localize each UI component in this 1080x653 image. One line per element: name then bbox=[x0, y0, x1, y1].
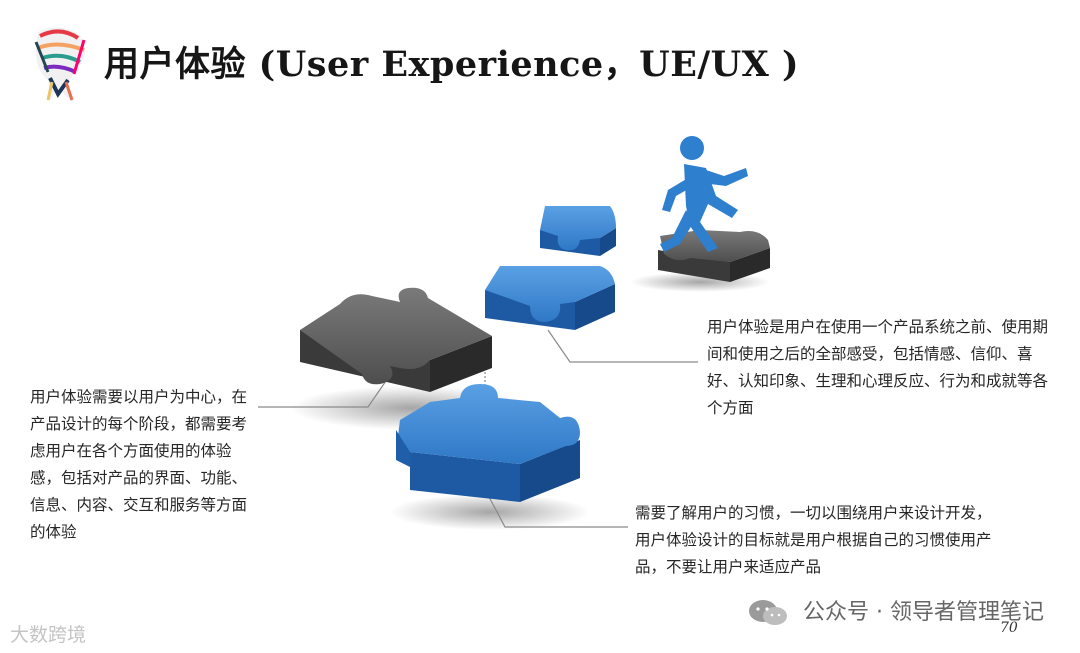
connector-right bbox=[547, 329, 698, 363]
blue-puzzle-piece-top bbox=[540, 206, 616, 256]
logo-icon bbox=[34, 27, 86, 103]
watermark: 公众号 · 领导者管理笔记 bbox=[746, 594, 1044, 628]
gray-puzzle-piece-left bbox=[300, 287, 492, 392]
blue-puzzle-piece-bottom bbox=[396, 384, 580, 502]
connector-left bbox=[258, 377, 389, 408]
description-right: 用户体验是用户在使用一个产品系统之前、使用期间和使用之后的全部感受，包括情感、信… bbox=[707, 318, 1049, 417]
page-number: 70 bbox=[1000, 620, 1018, 636]
running-man-icon bbox=[660, 136, 748, 252]
wechat-icon bbox=[749, 600, 788, 625]
blue-puzzle-piece-middle bbox=[485, 266, 615, 330]
description-left: 用户体验需要以用户为中心，在产品设计的每个阶段，都需要考虑用户在各个方面使用的体… bbox=[30, 388, 248, 541]
description-bottom: 需要了解用户的习惯，一切以围绕用户来设计开发，用户体验设计的目标就是用户根据自己… bbox=[635, 504, 992, 576]
source-watermark: 大数跨境 bbox=[10, 624, 87, 646]
page-title: 用户体验 (User Experience，UE/UX ) bbox=[104, 44, 800, 85]
watermark-text: 公众号 · 领导者管理笔记 bbox=[803, 600, 1044, 625]
